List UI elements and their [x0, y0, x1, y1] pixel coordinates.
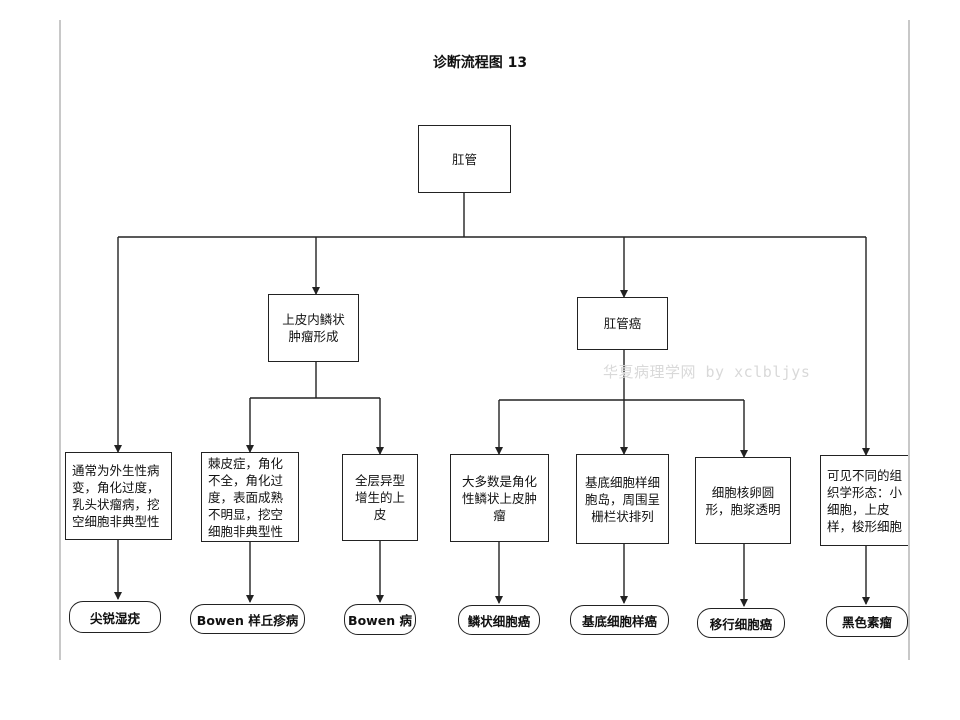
diagnosis-squamous: 鳞状细胞癌 — [458, 605, 540, 635]
page-title: 诊断流程图 13 — [432, 55, 528, 71]
node-anal-canal: 肛管 — [418, 125, 511, 193]
diagnosis-transitional: 移行细胞癌 — [697, 608, 785, 638]
diagnosis-bowenoid-papulosis: Bowen 样丘疹病 — [190, 604, 305, 634]
page-border-left — [59, 20, 61, 660]
diagnosis-condyloma: 尖锐湿疣 — [69, 601, 161, 633]
criteria-melanoma: 可见不同的组织学形态：小细胞，上皮样，梭形细胞 — [820, 455, 908, 546]
page-border-right — [908, 20, 910, 660]
criteria-transitional: 细胞核卵圆形，胞浆透明 — [695, 457, 791, 544]
criteria-bowenoid-papulosis: 棘皮症，角化不全，角化过度，表面成熟不明显，挖空细胞非典型性 — [201, 452, 299, 542]
node-anal-carcinoma: 肛管癌 — [577, 297, 668, 350]
diagnosis-melanoma: 黑色素瘤 — [826, 606, 908, 637]
criteria-condyloma: 通常为外生性病变，角化过度，乳头状瘤病，挖空细胞非典型性 — [65, 452, 172, 540]
diagnosis-bowen: Bowen 病 — [344, 604, 416, 635]
diagnosis-basaloid: 基底细胞样癌 — [570, 605, 669, 635]
criteria-bowen: 全层异型增生的上皮 — [342, 454, 418, 541]
criteria-squamous: 大多数是角化性鳞状上皮肿瘤 — [450, 454, 549, 542]
watermark-text: 华夏病理学网 by xclbljys — [603, 363, 811, 381]
node-intraepithelial-neoplasia: 上皮内鳞状肿瘤形成 — [268, 294, 359, 362]
criteria-basaloid: 基底细胞样细胞岛，周围呈栅栏状排列 — [576, 454, 669, 544]
